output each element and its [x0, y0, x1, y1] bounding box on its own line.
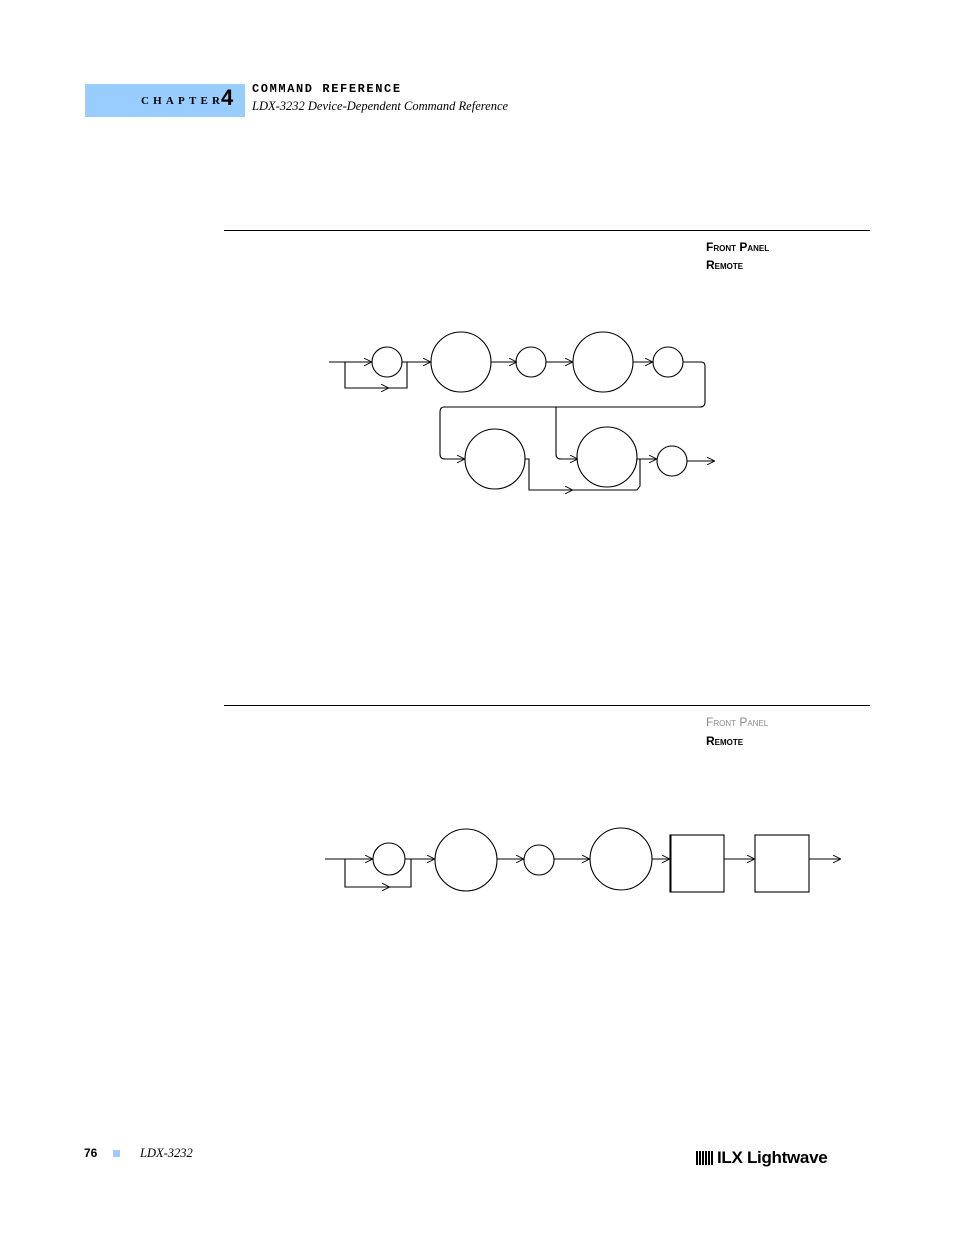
section-divider: [224, 705, 870, 706]
page-subtitle: LDX-3232 Device-Dependent Command Refere…: [252, 99, 509, 113]
page-title: COMMAND REFERENCE: [252, 82, 402, 96]
syntax-node-small: [515, 346, 547, 378]
syntax-node-small: [652, 346, 684, 378]
chapter-number: 4: [221, 85, 234, 110]
bypass-connector: [388, 362, 408, 389]
syntax-node-large: [576, 426, 638, 488]
syntax-node-small: [523, 844, 555, 876]
page-number: 76: [84, 1146, 98, 1160]
bypass-connector: [572, 459, 641, 491]
syntax-node-small: [371, 346, 403, 378]
syntax-node-large: [434, 828, 498, 892]
bypass-connector: [389, 859, 412, 888]
footer-bullet: [113, 1150, 120, 1157]
branch-connector: [555, 407, 577, 459]
front-panel-label: Front Panel: [706, 715, 769, 729]
syntax-node-small: [372, 842, 406, 876]
logo-mark: [696, 1151, 714, 1165]
syntax-box: [669, 834, 725, 893]
section-divider: [224, 230, 870, 231]
syntax-node-small: [656, 445, 688, 477]
bypass-connector: [525, 458, 572, 490]
syntax-box: [754, 834, 810, 893]
chapter-tab: [85, 84, 245, 117]
company-logo: ILX Lightwave: [696, 1148, 828, 1168]
bypass-connector: [344, 859, 389, 887]
syntax-node-large: [572, 331, 634, 393]
logo-text: ILX Lightwave: [717, 1148, 828, 1167]
footer-model: LDX-3232: [140, 1146, 193, 1160]
remote-label: Remote: [706, 258, 744, 272]
syntax-node-large: [430, 331, 492, 393]
bypass-connector: [344, 362, 388, 388]
wrap-connector: [439, 361, 706, 459]
chapter-label: CHAPTER: [141, 95, 225, 107]
remote-label: Remote: [706, 734, 744, 748]
syntax-node-large: [589, 827, 653, 891]
syntax-diagram-2: [325, 827, 840, 893]
syntax-node-large: [464, 428, 526, 490]
front-panel-label: Front Panel: [706, 240, 770, 254]
syntax-diagram-1: [329, 331, 714, 491]
